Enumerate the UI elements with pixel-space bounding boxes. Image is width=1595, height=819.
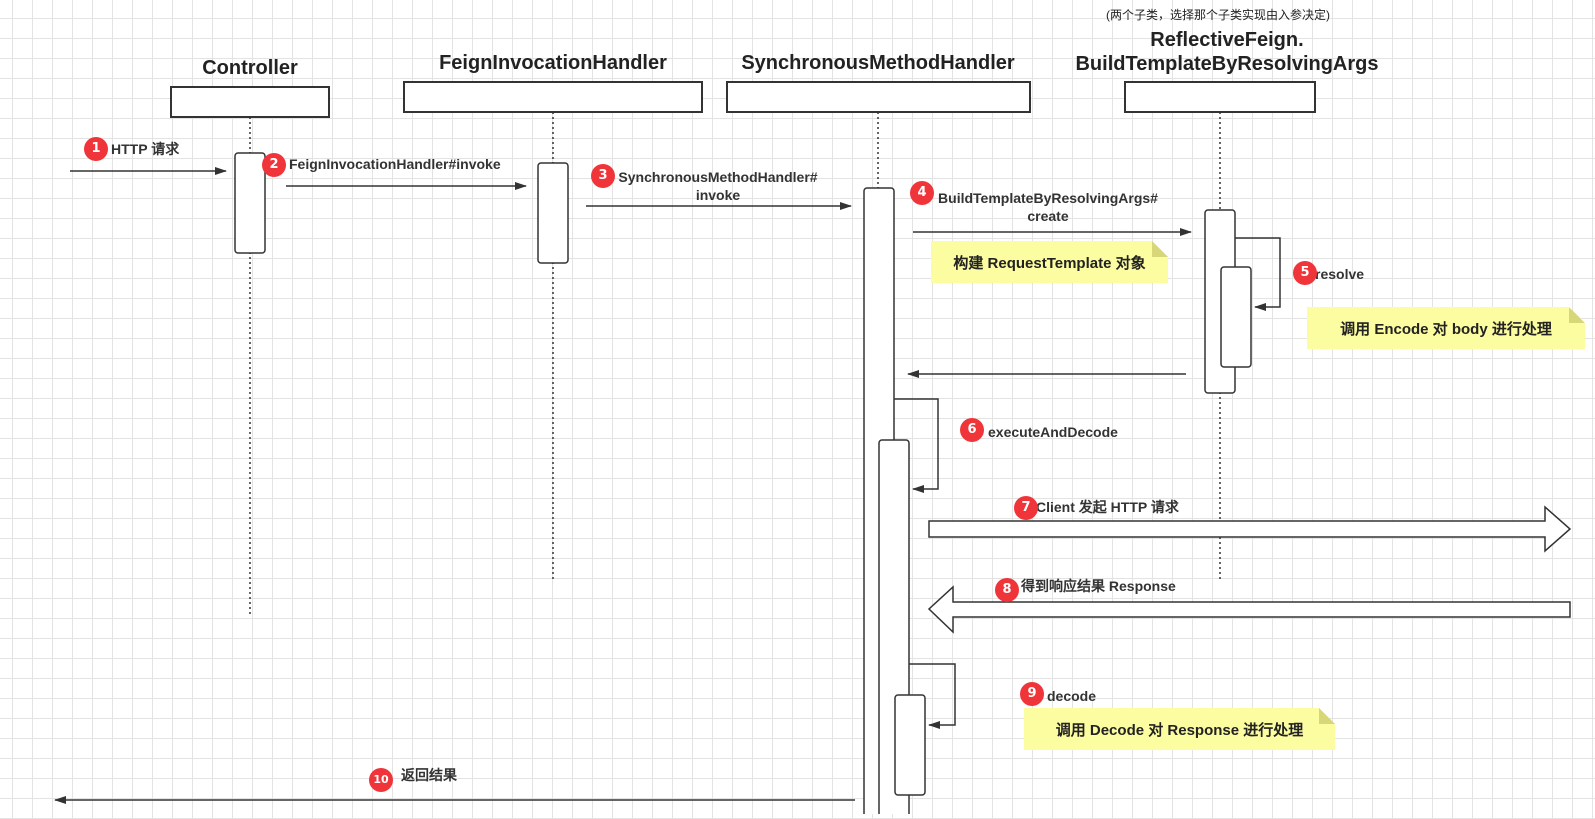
note-text: 调用 Decode 对 Response 进行处理: [1055, 721, 1304, 739]
step-label-4: BuildTemplateByResolvingArgs# create: [938, 190, 1158, 224]
note-build-request-template: 构建 RequestTemplate 对象: [931, 241, 1168, 283]
step-badge-9: 9: [1020, 682, 1044, 706]
note-text: 构建 RequestTemplate 对象: [953, 254, 1146, 272]
self-call-arrow-5: [1235, 237, 1281, 311]
activation-resolve: [1220, 266, 1252, 368]
participant-title-controller: Controller: [202, 57, 298, 79]
participant-title-feign-invocation-handler: FeignInvocationHandler: [439, 52, 667, 74]
participant-title-build-template: ReflectiveFeign. BuildTemplateByResolvin…: [1075, 29, 1379, 75]
step-badge-1: 1: [84, 137, 108, 161]
note-encode-body: 调用 Encode 对 body 进行处理: [1307, 307, 1585, 349]
participant-title-synchronous-method-handler: SynchronousMethodHandler: [741, 52, 1015, 74]
self-call-arrow-9: [909, 663, 956, 729]
step-label-1: HTTP 请求: [111, 141, 180, 157]
step-label-5: resolve: [1315, 266, 1365, 282]
self-call-arrow-6: [894, 398, 939, 493]
activation-feign-invocation-handler: [537, 162, 569, 264]
step-badge-6: 6: [960, 418, 984, 442]
step-badge-7: 7: [1014, 496, 1038, 520]
step-badge-3: 3: [591, 164, 615, 188]
step-badge-8: 8: [995, 578, 1019, 602]
step-label-3: SynchronousMethodHandler# invoke: [618, 169, 818, 203]
step-badge-10: 10: [369, 768, 393, 792]
step-label-10: 返回结果: [401, 767, 457, 783]
step-label-2: FeignInvocationHandler#invoke: [289, 156, 501, 172]
step-label-8: 得到响应结果 Response: [1021, 578, 1176, 594]
activation-decode: [894, 694, 926, 796]
step-badge-2: 2: [262, 153, 286, 177]
participant-box-synchronous-method-handler: [726, 81, 1031, 113]
step-label-6: executeAndDecode: [988, 424, 1118, 440]
participant-note: (两个子类，选择那个子类实现由入参决定): [1106, 8, 1330, 22]
note-text: 调用 Encode 对 body 进行处理: [1340, 320, 1552, 338]
step-label-7: Client 发起 HTTP 请求: [1036, 499, 1179, 515]
participant-box-feign-invocation-handler: [403, 81, 703, 113]
participant-box-controller: [170, 86, 330, 118]
step-badge-5: 5: [1293, 261, 1317, 285]
step-badge-4: 4: [910, 181, 934, 205]
participant-box-build-template: [1124, 81, 1316, 113]
note-decode-response: 调用 Decode 对 Response 进行处理: [1024, 708, 1335, 750]
step-label-9: decode: [1047, 688, 1097, 704]
response-arrow-8: [927, 585, 1571, 634]
send-request-arrow-7: [928, 505, 1572, 553]
activation-controller: [234, 152, 266, 254]
